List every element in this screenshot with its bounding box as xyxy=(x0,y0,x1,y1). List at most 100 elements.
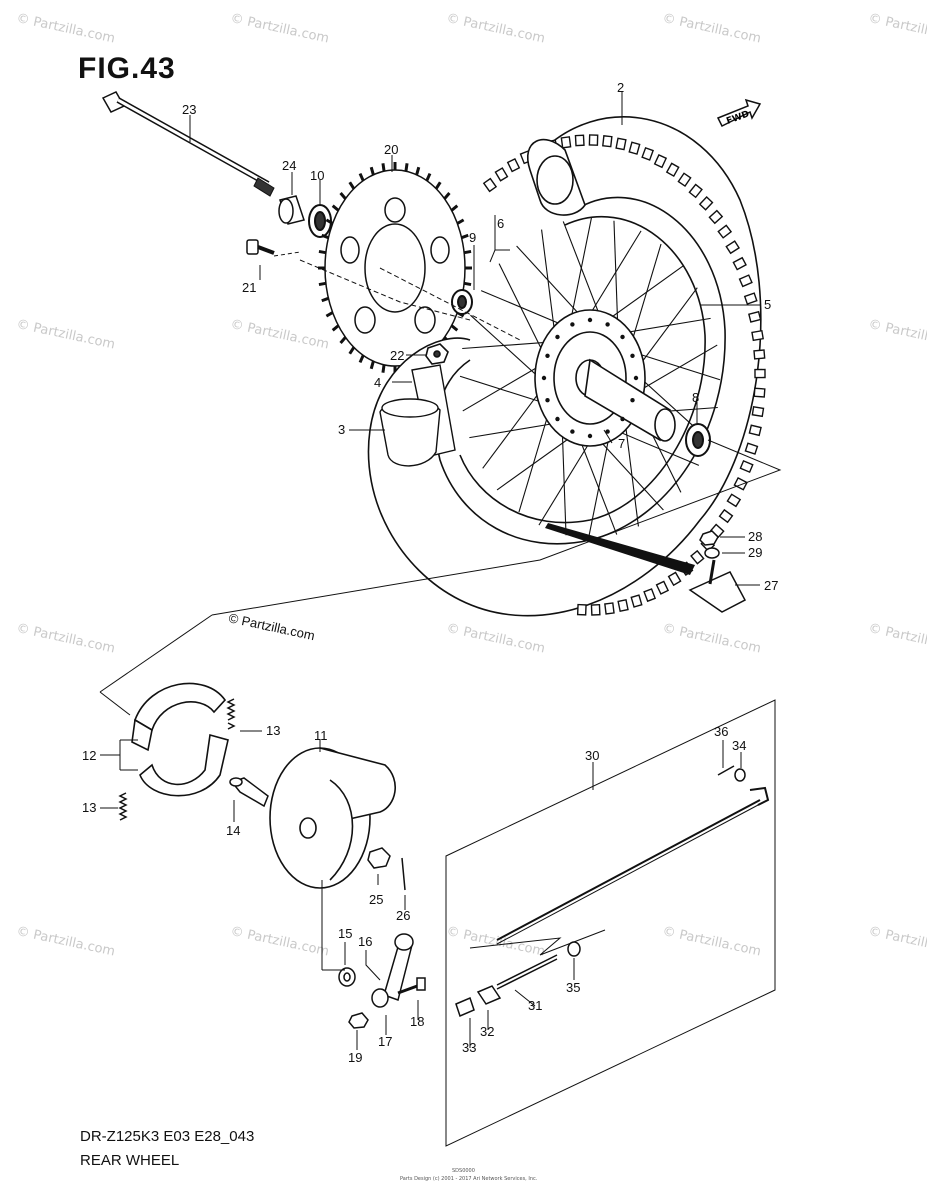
hub-hole xyxy=(630,397,635,403)
callout-32: 32 xyxy=(480,1024,494,1039)
small-notice: Parts Design (c) 2001 - 2017 Ari Network… xyxy=(400,1176,538,1182)
tread-block xyxy=(733,476,748,491)
callout-29: 29 xyxy=(748,545,762,560)
sprocket-tooth xyxy=(425,172,432,182)
bolt-part-21 xyxy=(246,239,301,257)
sprocket-tooth xyxy=(339,336,347,344)
sprocket-tooth xyxy=(321,296,329,303)
tread-block xyxy=(677,172,692,188)
bearing-part-8 xyxy=(685,423,711,457)
hub-hole xyxy=(570,322,575,327)
sprocket-tooth xyxy=(325,311,334,318)
hub-hole xyxy=(630,353,635,359)
callout-20: 20 xyxy=(384,142,398,157)
hub-hole xyxy=(587,317,593,323)
cotter-pin-part-26 xyxy=(401,857,406,891)
tread-block xyxy=(641,146,654,161)
callout-35: 35 xyxy=(566,980,580,995)
brake-rod-part-30 xyxy=(496,786,770,945)
nut-part-22 xyxy=(425,343,449,365)
sprocket-tooth xyxy=(348,181,356,190)
callout-14: 14 xyxy=(226,823,240,838)
callout-17: 17 xyxy=(378,1034,392,1049)
tread-block xyxy=(667,571,682,587)
callout-5: 5 xyxy=(764,297,771,312)
tread-block xyxy=(751,406,765,418)
watermark-text: © Partzilla.com xyxy=(867,924,927,960)
hub-hole xyxy=(570,429,575,434)
adjusting-nut-part-33 xyxy=(455,996,475,1018)
callout-15: 15 xyxy=(338,926,352,941)
tread-block xyxy=(748,424,762,437)
rim-lock-pointer xyxy=(545,523,695,575)
nut-part-28 xyxy=(699,530,719,546)
callout-4: 4 xyxy=(374,375,381,390)
callout-27: 27 xyxy=(764,578,778,593)
washer-part-15 xyxy=(338,967,356,987)
brake-cam-part-14 xyxy=(229,777,269,808)
tread-block xyxy=(753,387,766,398)
callout-28: 28 xyxy=(748,529,762,544)
washer-part-34 xyxy=(734,768,746,782)
tread-block xyxy=(494,167,509,182)
callout-22: 22 xyxy=(390,348,404,363)
washer-part-29 xyxy=(704,547,720,559)
callout-9: 9 xyxy=(469,230,476,245)
tread-block xyxy=(754,368,766,379)
callout-8: 8 xyxy=(692,390,699,405)
tread-block xyxy=(725,240,740,255)
tread-block xyxy=(708,209,724,225)
tread-block xyxy=(576,603,587,616)
sprocket-tooth xyxy=(318,281,327,287)
tread-block xyxy=(748,310,762,323)
callout-31: 31 xyxy=(528,998,542,1013)
callout-33: 33 xyxy=(462,1040,476,1055)
tire-tread-blocks xyxy=(482,134,766,616)
tread-block xyxy=(739,459,754,474)
watermark-text: © Partzilla.com xyxy=(445,11,546,47)
tread-block xyxy=(744,442,759,455)
watermark-text: © Partzilla.com xyxy=(229,924,330,960)
spacer-part-24 xyxy=(278,195,305,225)
watermark-text: © Partzilla.com xyxy=(229,11,330,47)
brake-rod-box-part-30 xyxy=(445,699,776,1147)
spring-part-31 xyxy=(496,954,558,990)
tread-block xyxy=(602,135,613,148)
tread-block xyxy=(698,196,714,211)
tread-block xyxy=(753,349,766,360)
sprocket-tooth xyxy=(404,163,409,172)
watermark-text: © Partzilla.com xyxy=(15,621,116,657)
tread-block xyxy=(604,602,615,615)
hub-hole xyxy=(587,433,593,439)
hub-hole xyxy=(545,397,550,403)
tread-block xyxy=(560,136,572,149)
hub-hole xyxy=(605,429,610,434)
sprocket-tooth xyxy=(358,172,365,182)
upper-leader-lines xyxy=(189,92,782,616)
callout-6: 6 xyxy=(497,216,504,231)
callout-24: 24 xyxy=(282,158,296,173)
callout-19: 19 xyxy=(348,1050,362,1065)
callout-13-lower: 13 xyxy=(82,800,96,815)
callout-30: 30 xyxy=(585,748,599,763)
brake-shoes-part-12 xyxy=(131,682,229,797)
sprocket-tooth xyxy=(450,204,459,212)
sprocket-tooth xyxy=(381,163,386,172)
hub-hole xyxy=(541,375,547,381)
bearing-part-9 xyxy=(451,289,473,315)
sprocket-tooth xyxy=(331,204,340,212)
tread-block xyxy=(732,256,747,271)
hub-hole xyxy=(605,322,610,327)
copyright-mark: © Partzilla.com xyxy=(227,610,316,643)
sprocket-tooth xyxy=(369,360,375,370)
hub-hole xyxy=(555,416,560,422)
spring-part-13-lower xyxy=(118,792,128,821)
figure-caption: REAR WHEEL xyxy=(80,1152,180,1169)
sprocket-tooth xyxy=(434,181,442,190)
tread-block xyxy=(717,224,733,239)
bolt-part-18 xyxy=(397,977,426,995)
oil-seal-part-10 xyxy=(308,204,332,238)
brake-leader-lines xyxy=(100,730,742,1050)
hub-hole xyxy=(545,353,550,359)
